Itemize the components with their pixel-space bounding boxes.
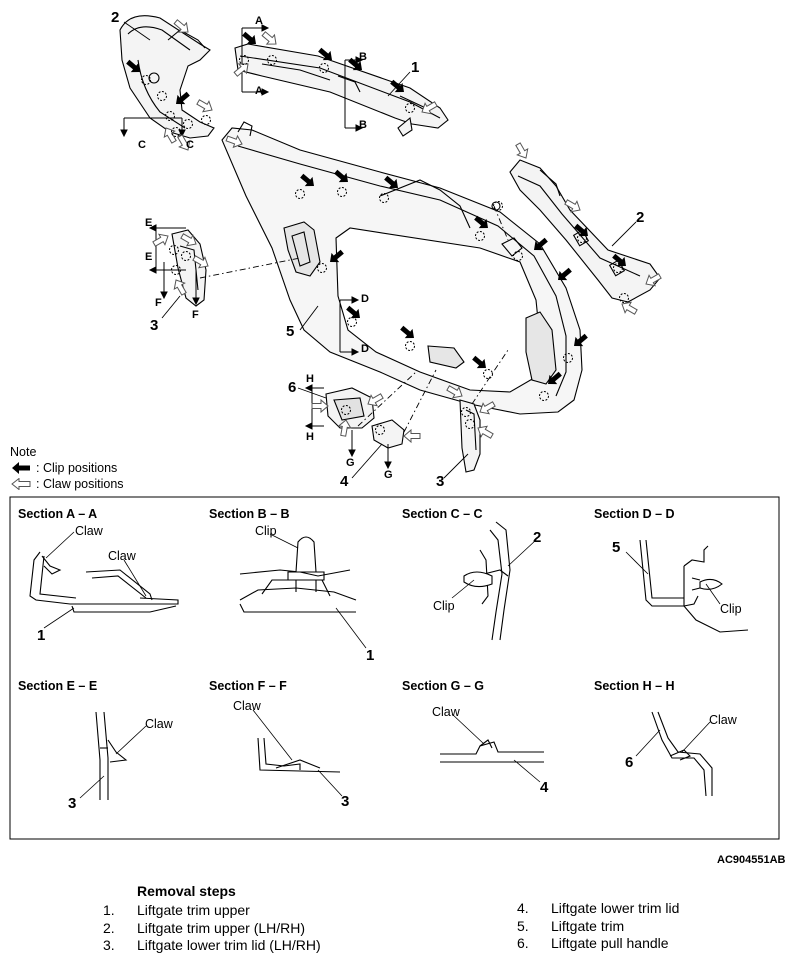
section-f-part: 3 <box>341 793 349 810</box>
step-text: Liftgate lower trim lid (LH/RH) <box>137 937 321 953</box>
step-number: 4. <box>517 900 529 916</box>
note-title: Note <box>10 445 37 459</box>
section-b-drawing <box>239 536 357 613</box>
part-2-trim-left <box>119 15 215 139</box>
section-c-part: 2 <box>533 529 541 546</box>
removal-steps-title: Removal steps <box>137 883 236 899</box>
cut-letter-d-bottom: D <box>361 343 369 355</box>
section-h-drawing <box>651 711 713 797</box>
section-b-title: Section B – B <box>209 507 290 521</box>
removal-step: 2. Liftgate trim upper (LH/RH) <box>103 920 321 938</box>
cut-letter-e-top: E <box>145 217 152 229</box>
section-c-label-clip: Clip <box>433 599 455 613</box>
section-e-label-claw: Claw <box>145 717 174 731</box>
callout-6: 6 <box>288 379 296 396</box>
step-text: Liftgate trim <box>551 917 625 934</box>
step-number: 6. <box>517 935 529 951</box>
section-e-title: Section E – E <box>18 679 97 693</box>
removal-step: 5. Liftgate trim <box>517 918 679 936</box>
section-c-drawing <box>463 521 511 641</box>
section-f-label-claw: Claw <box>233 699 262 713</box>
section-b-label-clip: Clip <box>255 524 277 538</box>
cut-letter-f-right: F <box>192 309 199 321</box>
cut-letter-a-bottom: A <box>255 85 263 97</box>
section-c-title: Section C – C <box>402 507 483 521</box>
step-text: Liftgate trim upper <box>137 902 250 918</box>
section-a-label-claw-1: Claw <box>75 524 104 538</box>
section-d-title: Section D – D <box>594 507 675 521</box>
diagram-code: AC904551AB <box>717 854 786 866</box>
callout-2-right: 2 <box>636 209 644 226</box>
callout-1: 1 <box>411 59 419 76</box>
section-b-part: 1 <box>366 647 374 664</box>
callout-2-left: 2 <box>111 9 119 26</box>
section-g-drawing <box>440 739 544 763</box>
section-h-part: 6 <box>625 754 633 771</box>
section-g-part: 4 <box>540 779 549 796</box>
cut-letter-a-top: A <box>255 15 263 27</box>
sections-frame <box>9 496 780 840</box>
note-claw-row: : Claw positions <box>10 476 124 492</box>
section-a-drawing <box>29 551 179 613</box>
removal-steps-col-2: 4. Liftgate lower trim lid 5. Liftgate t… <box>517 900 679 953</box>
part-4-lower-lid <box>371 419 405 449</box>
callout-3-right: 3 <box>436 473 444 490</box>
section-e-part: 3 <box>68 795 76 812</box>
step-number: 1. <box>103 902 115 918</box>
claw-arrow-icon <box>11 478 31 490</box>
cut-letter-g-left: G <box>346 457 355 469</box>
section-e-drawing <box>95 711 128 800</box>
part-3-lid-left <box>171 229 207 307</box>
step-number: 5. <box>517 917 529 934</box>
section-a-label-claw-2: Claw <box>108 549 137 563</box>
cut-letter-c-left: C <box>138 139 146 151</box>
section-d-drawing <box>639 539 749 633</box>
section-d-part: 5 <box>612 539 620 556</box>
step-text: Liftgate trim upper (LH/RH) <box>137 919 306 936</box>
step-number: 3. <box>103 937 115 953</box>
removal-step: 6. Liftgate pull handle <box>517 935 679 953</box>
removal-step: 1. Liftgate trim upper <box>103 902 321 920</box>
section-h-label-claw: Claw <box>709 713 738 727</box>
section-h-title: Section H – H <box>594 679 675 693</box>
part-5-liftgate-trim <box>221 121 583 415</box>
cut-letter-b-top: B <box>359 51 367 63</box>
section-g-label-claw: Claw <box>432 705 461 719</box>
part-3-lid-right <box>459 399 481 473</box>
cut-letter-b-bottom: B <box>359 119 367 131</box>
section-a-title: Section A – A <box>18 507 97 521</box>
step-text: Liftgate pull handle <box>551 935 669 951</box>
callout-3-left: 3 <box>150 317 158 334</box>
exploded-view <box>119 15 661 473</box>
removal-steps-col-1: 1. Liftgate trim upper 2. Liftgate trim … <box>103 902 321 955</box>
cut-letter-e-bottom: E <box>145 251 152 263</box>
cut-letter-c-right: C <box>186 139 194 151</box>
step-text: Liftgate lower trim lid <box>551 900 680 916</box>
note-legend: Note : Clip positions : Claw positions <box>10 444 124 492</box>
clip-legend-text: : Clip positions <box>36 461 118 475</box>
removal-step: 3. Liftgate lower trim lid (LH/RH) <box>103 937 321 955</box>
claw-legend-text: : Claw positions <box>36 477 124 491</box>
callout-5: 5 <box>286 323 294 340</box>
clip-arrow-icon <box>12 462 30 474</box>
removal-step: 4. Liftgate lower trim lid <box>517 900 679 918</box>
cut-letter-h-bottom: H <box>306 431 314 443</box>
section-g-title: Section G – G <box>402 679 484 693</box>
cut-letter-d-top: D <box>361 293 369 305</box>
callout-4: 4 <box>340 473 349 490</box>
cut-letter-h-top: H <box>306 373 314 385</box>
note-clip-row: : Clip positions <box>10 460 124 476</box>
step-number: 2. <box>103 919 115 936</box>
section-f-title: Section F – F <box>209 679 287 693</box>
part-1-trim-upper <box>234 43 449 137</box>
section-f-drawing <box>257 737 341 773</box>
section-a-part: 1 <box>37 627 45 644</box>
cut-letter-g-right: G <box>384 469 393 481</box>
section-d-label-clip: Clip <box>720 602 742 616</box>
cut-letter-f-left: F <box>155 297 162 309</box>
